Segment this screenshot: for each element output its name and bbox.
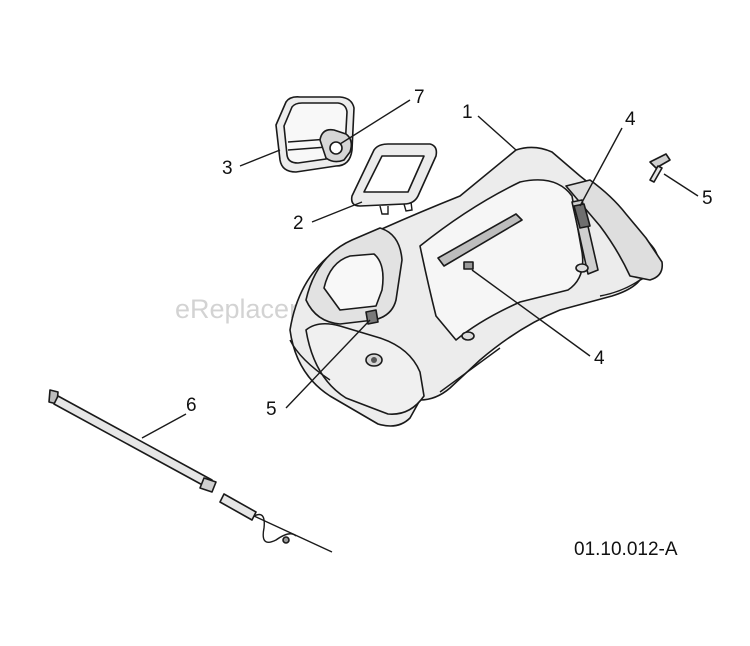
leader-lines (141, 99, 699, 439)
callout-6: 6 (186, 395, 197, 416)
callout-5-left: 5 (266, 399, 277, 420)
part-7-lamp-bulb (319, 128, 353, 163)
leader-5-right (663, 173, 699, 197)
part-2-lamp-bezel (350, 143, 438, 215)
diagram-id: 01.10.012-A (574, 539, 678, 560)
leader-4-bottom (471, 269, 591, 357)
callout-1: 1 (462, 102, 473, 123)
leader-2 (311, 201, 363, 223)
leader-1 (477, 115, 517, 151)
leader-3 (239, 149, 281, 167)
leader-4-top (579, 127, 623, 207)
callout-5-right: 5 (702, 188, 713, 209)
part-5-screw-right (649, 153, 671, 183)
leader-7 (339, 99, 411, 145)
callout-3: 3 (222, 158, 233, 179)
part-6-rod-cable (48, 389, 333, 553)
leader-6 (141, 413, 187, 439)
callout-2: 2 (293, 213, 304, 234)
callout-7: 7 (414, 87, 425, 108)
callout-4-top: 4 (625, 109, 636, 130)
callout-4-bottom: 4 (594, 348, 605, 369)
part-1-hood-cover (289, 146, 664, 427)
leader-5-left (285, 319, 371, 409)
